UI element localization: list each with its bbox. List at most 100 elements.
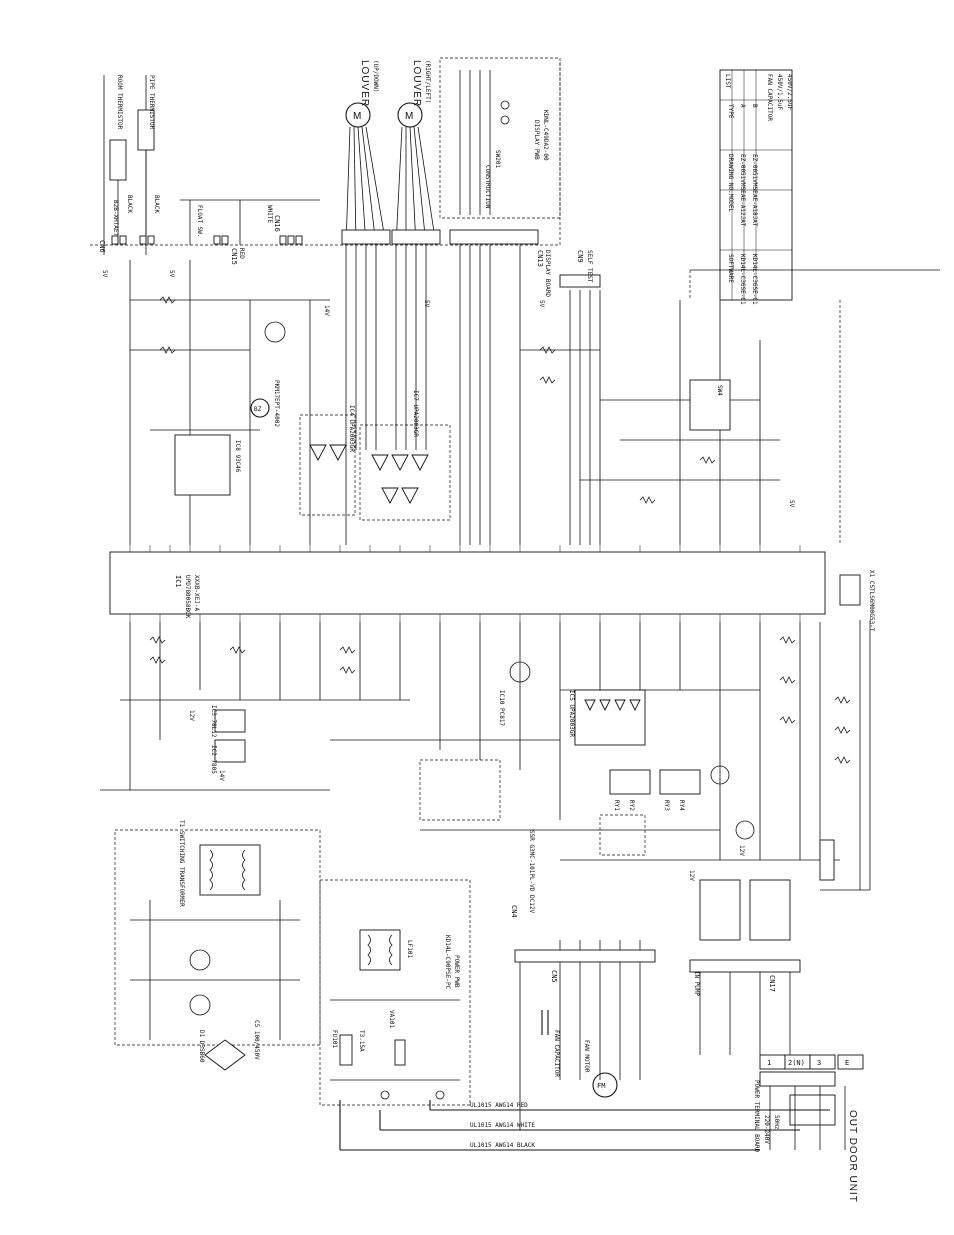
float-switch-section: FLOAT SW. CN15 RED CN16 WHITE (180, 199, 320, 265)
ic4-label: IC4 UPA2003GR (348, 405, 355, 452)
switching-transformer (199, 844, 261, 896)
terminal-board-label: POWER TERMINAL BOARD (753, 1080, 760, 1153)
cn13-display-board: DISPLAY BOARD (544, 250, 551, 297)
table-header-model: MODEL (727, 194, 734, 212)
ic2-label: IC2 7805 (210, 745, 217, 774)
cn17-label: CN17 (768, 975, 776, 992)
cn16-wire-white: WHITE (266, 205, 273, 223)
float-sw-label: FLOAT SW. (196, 205, 203, 238)
power-pwb-title: POWER PWB (453, 955, 460, 988)
table-title: LIST (724, 74, 731, 89)
louver-updown-sub: (UP/DOWN) (372, 60, 379, 93)
terminal-3: 3 (817, 1059, 821, 1067)
cn6-pins (111, 235, 155, 245)
louver-rightleft-sub: (RIGHT/LEFT) (424, 60, 431, 103)
table-cell-0-0: A (739, 104, 746, 108)
sw4-label: SW4 (716, 385, 723, 396)
twelve-volt-1: 12V (738, 845, 745, 856)
thermistor-wire-black-2: BLACK (153, 195, 160, 213)
varistor-symbol (394, 1039, 406, 1066)
fan-section: CN4 CN5 FM FAN MOTOR FAN CAPACITOR DRAIN… (510, 879, 801, 1130)
table-header-software: SOFTWARE (727, 254, 734, 283)
fan-motor-label: FAN MOTOR (583, 1040, 590, 1073)
cn17-connector (689, 959, 801, 973)
relay-1: RY1 (613, 800, 620, 811)
five-volt-3: 5V (423, 300, 430, 308)
thermistor-wire-black: BLACK (126, 195, 133, 213)
buzzer-part: PKM17EPT-4002 (273, 380, 280, 427)
power-pwb-part: KD14L-C90PSE-PC (444, 935, 451, 990)
power-freq: 50Hz (773, 1115, 780, 1130)
drain-pump-label: DRAIN PUMP (693, 960, 700, 997)
display-pwb-part: KDNL-C49DA2-00 (542, 110, 549, 161)
upper-circuits: IC7 UPA2003GR IC4 UPA2003GR BZ PKM17EPT-… (101, 245, 940, 545)
relay-2: RY2 (628, 800, 635, 811)
power-pwb: LF101 POWER PWB KD14L-C90PSE-PC FU101 T3… (319, 879, 471, 1106)
table-header-drawing: DRAWING NO. (727, 154, 734, 194)
table-header-type: TYPE (727, 104, 734, 119)
display-pwb: DISPLAY PWB KDNL-C49DA2-00 SW201 CONSTRU… (439, 57, 561, 297)
table-header-capacitor: FAN CAPACITOR (766, 74, 773, 121)
mains-wires: UL1015 AWG14 RED UL1015 AWG14 WHITE UL10… (339, 1100, 830, 1151)
display-sw: SW201 (494, 150, 501, 168)
wire-white-label: UL1015 AWG14 WHITE (470, 1122, 535, 1129)
ic1-part: UPD780058BGK (184, 575, 191, 619)
display-pwb-title: DISPLAY PWB (533, 120, 540, 160)
table-cell-1-3: KD14L-C36SE-C1 (751, 254, 758, 305)
cn5-connector (514, 949, 656, 963)
cn15-wire-red: RED (238, 248, 245, 259)
wire-red-label: UL1015 AWG14 RED (470, 1102, 528, 1109)
table-cell-1-1: EZ-0051VMSE (751, 154, 758, 194)
model-list-table: LIST TYPE DRAWING NO. MODEL SOFTWARE A E… (719, 69, 793, 305)
ic1-pin-ticks (129, 545, 801, 622)
table-cell-1-2: AE-A18JAT (751, 194, 758, 227)
ic7-label: IC7 UPA2003GR (412, 390, 419, 437)
table-cell-0-1: EZ-0051VMSE (739, 154, 746, 194)
table-cell-0-3: KD14L-C36SE-C1 (739, 254, 746, 305)
transformer-label: T1 SWITCHING TRANSFORMER (178, 820, 185, 907)
crystal-x1 (839, 574, 861, 606)
bridge-label: D1 D3SB60 (198, 1030, 205, 1063)
bulk-cap-label: C5 100/450V (253, 1020, 260, 1060)
right-side-bus (819, 300, 871, 891)
fourteen-volt-2: 14V (218, 770, 225, 781)
line-filter-label: LF101 (406, 940, 413, 958)
ic1-name: IC1 (174, 575, 182, 588)
lower-circuits: IC5 UPA2003GR RY1 RY2 RY3 RY4 IC3 78L12 … (100, 622, 840, 913)
twelve-volt-3: 12V (188, 710, 195, 721)
ic8-label: IC8 93C46 (234, 440, 241, 473)
thermistor-connector-part: B2B-XH(AE)-A (112, 200, 119, 244)
power-supply: T1 SWITCHING TRANSFORMER D1 D3SB60 C5 10… (114, 820, 321, 1071)
cn9-label: CN9 (576, 250, 584, 263)
fuse-symbol (339, 1034, 353, 1066)
table-cell-1-0: B (751, 104, 758, 108)
twelve-volt-2: 12V (688, 870, 695, 881)
five-volt-4: 5V (538, 300, 545, 308)
ic1-body (109, 551, 826, 615)
thermistor-section: ROOM THERMISTOR PIPE THERMISTOR BLACK BL… (98, 75, 160, 255)
relay-3: RY3 (663, 800, 670, 811)
ic1-sub: XXXB-XEJ-A (193, 575, 200, 612)
buzzer-label: BZ (254, 406, 262, 413)
fan-motor-fm: FM (597, 1082, 605, 1090)
cn16-label: CN16 (273, 215, 281, 232)
terminal-2: 2(N) (788, 1059, 805, 1067)
buzzer-symbol (250, 398, 270, 418)
terminal-1: 1 (767, 1059, 771, 1067)
outdoor-unit-label: OUT DOOR UNIT (847, 1110, 858, 1203)
cn9-self-test: CN9 SELF TEST (559, 250, 601, 288)
fuse-label: FU101 (331, 1030, 338, 1048)
terminal-board: 1 2(N) 3 E POWER TERMINAL BOARD 220-240V… (753, 1054, 864, 1203)
louver-updown-title: LOUVER (359, 60, 370, 107)
relay-4: RY4 (678, 800, 685, 811)
crystal-label: X1 CSTLS6M00G53-T (868, 570, 875, 632)
sw4-switch (689, 379, 731, 431)
ic8-eeprom (174, 434, 231, 496)
cn4-label: CN4 (510, 905, 518, 918)
fuse-value: T3.15A (358, 1030, 365, 1052)
cn6-label: CN6 (98, 240, 106, 253)
display-construction: CONSTRUCTION (484, 165, 491, 209)
bridge-rectifier (204, 1039, 246, 1071)
five-volt-2: 5V (168, 270, 175, 278)
